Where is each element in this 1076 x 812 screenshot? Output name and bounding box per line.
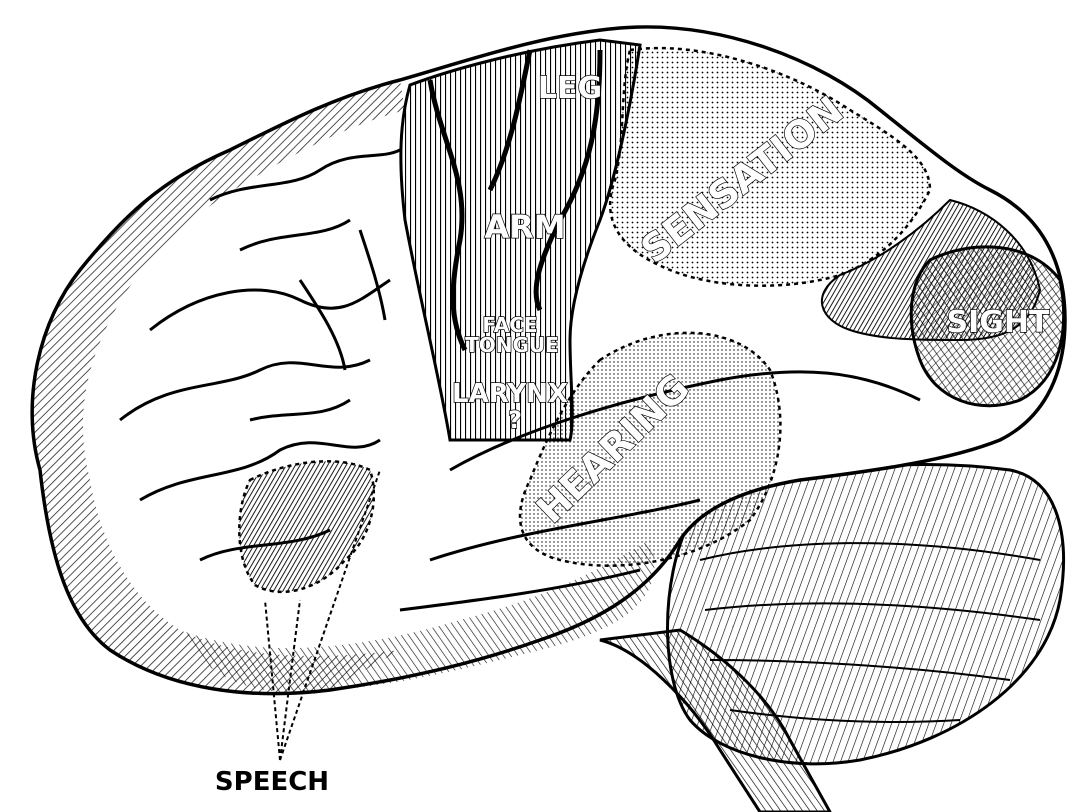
- label-larynx-query: ?: [508, 406, 522, 434]
- label-speech: SPEECH: [215, 767, 329, 797]
- label-arm: ARM: [484, 208, 565, 246]
- label-leg: LEG: [538, 71, 602, 106]
- label-sight: SIGHT: [947, 305, 1051, 340]
- label-tongue: TONGUE: [465, 333, 559, 357]
- label-larynx: LARYNX: [452, 379, 568, 409]
